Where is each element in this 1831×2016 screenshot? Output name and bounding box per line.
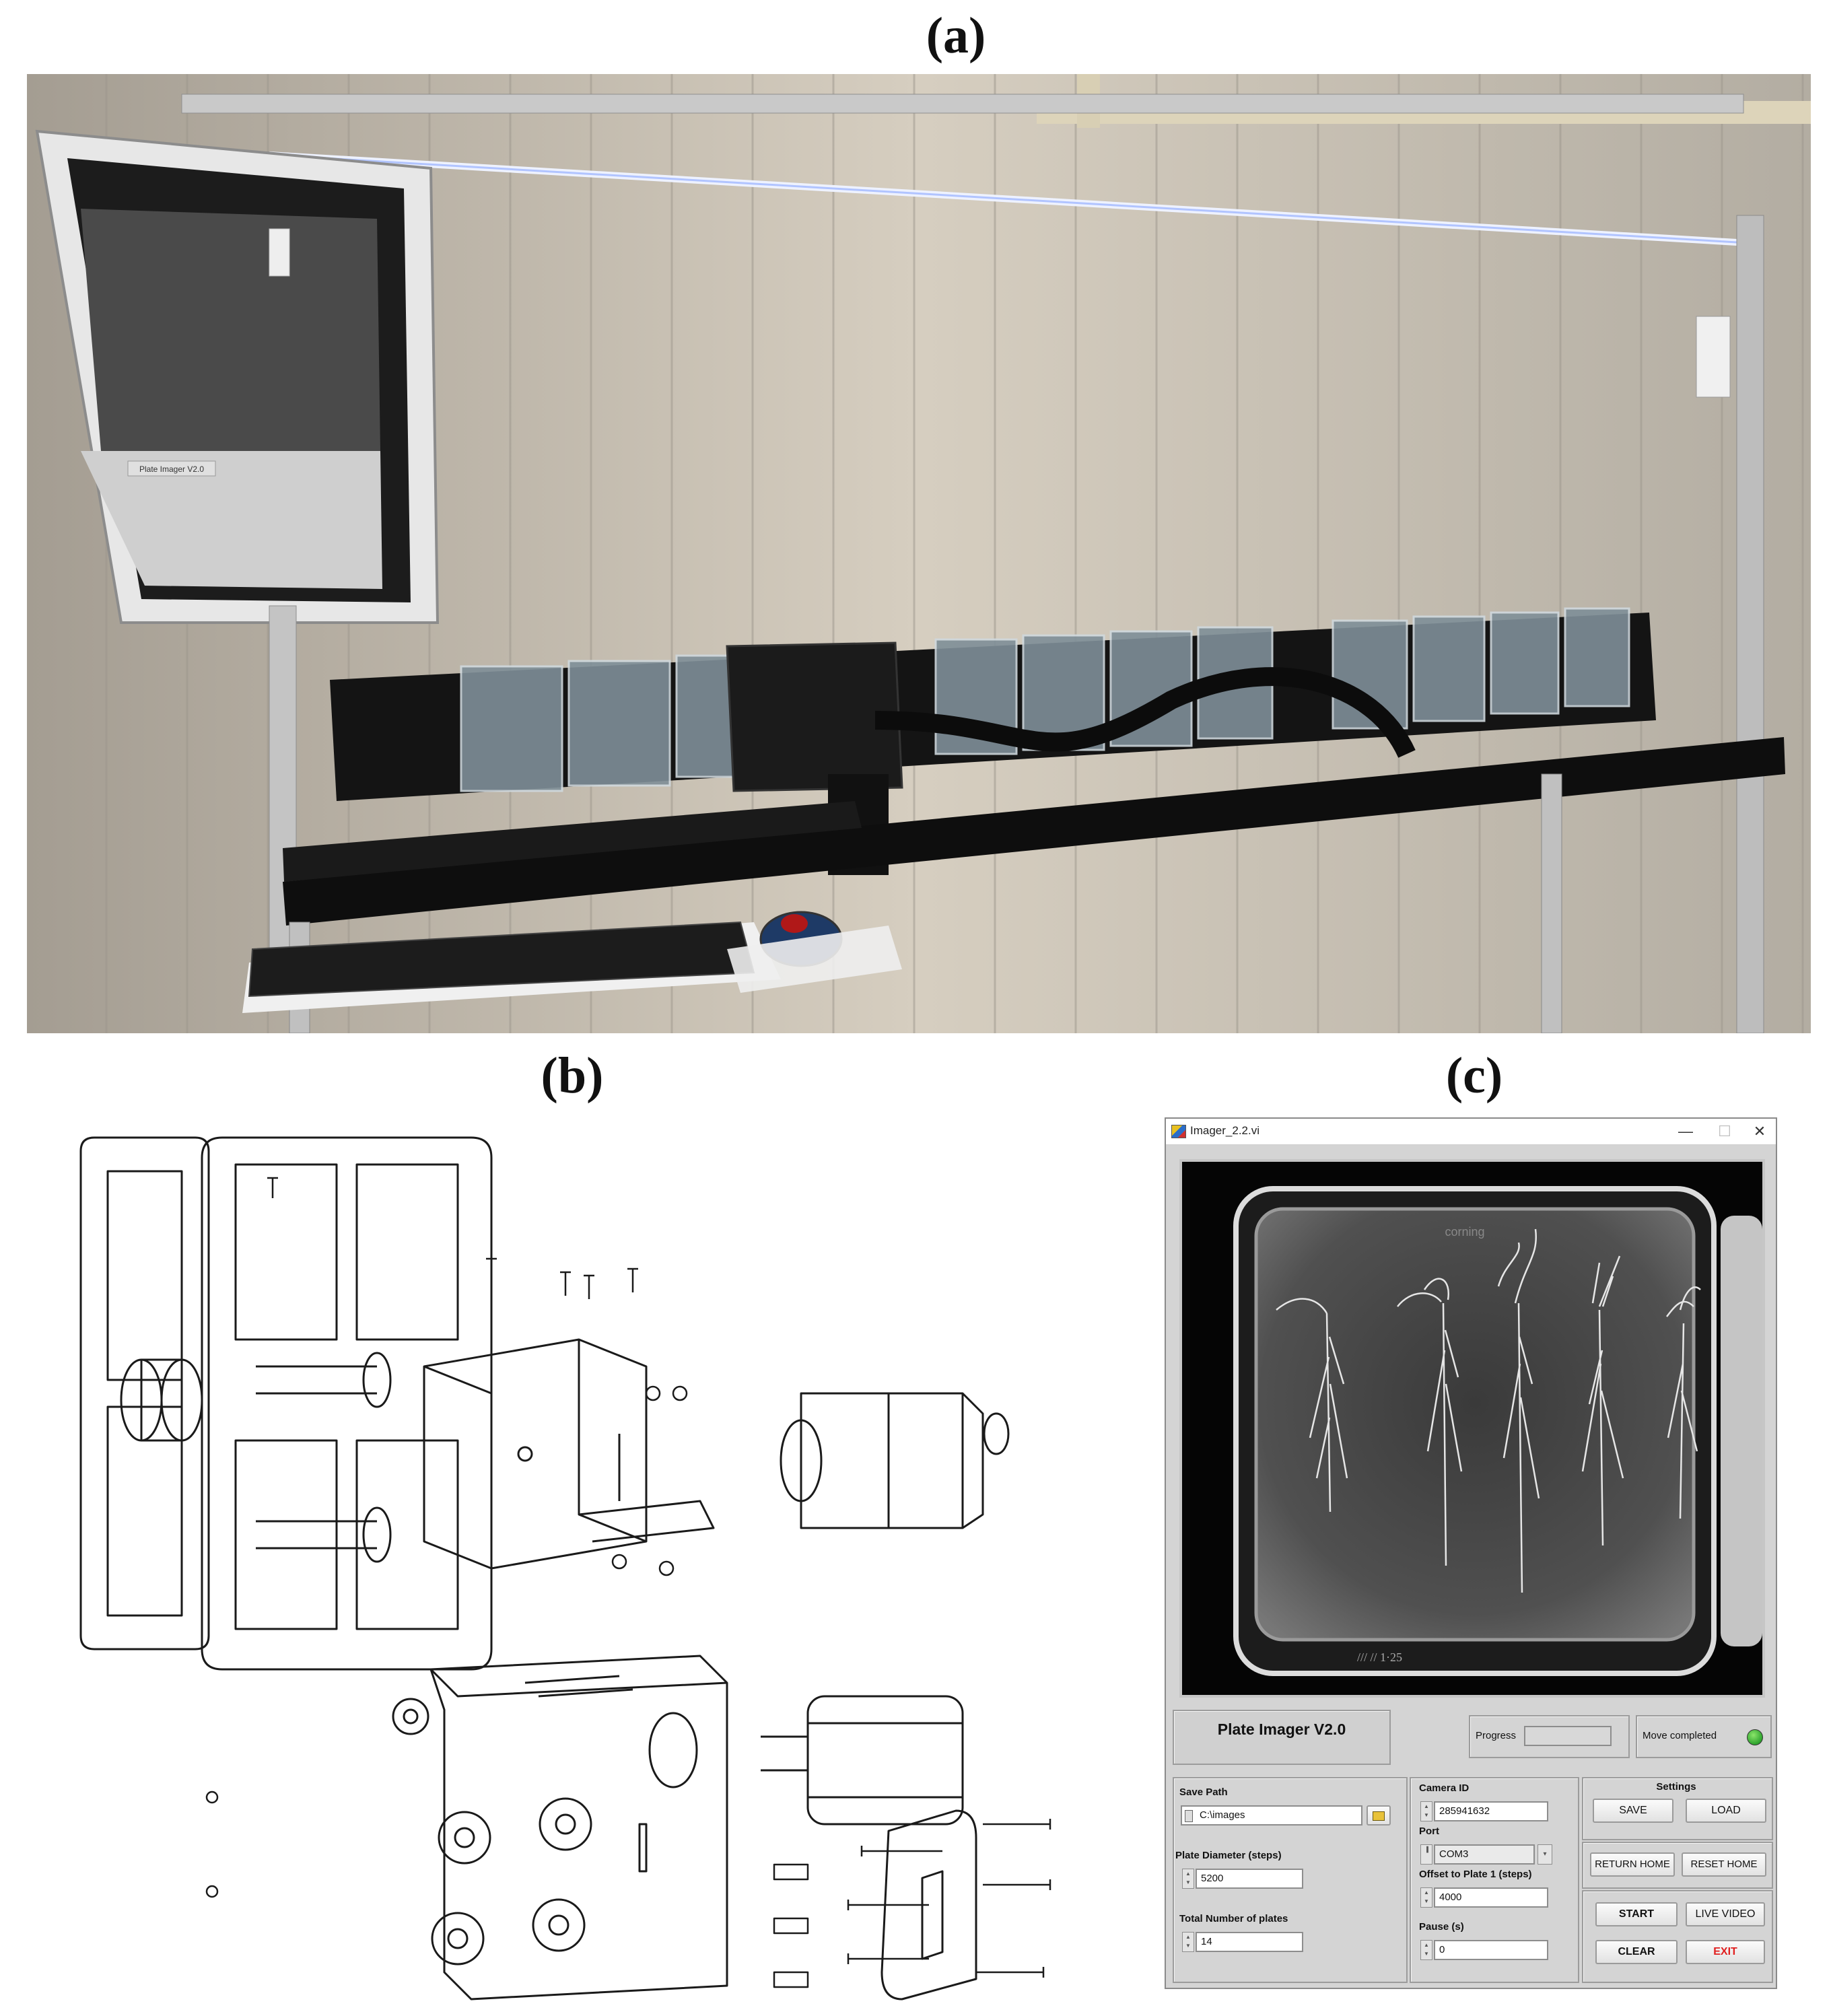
total-plates-input[interactable]: 14	[1196, 1932, 1303, 1952]
home-cluster: RETURN HOME RESET HOME	[1582, 1842, 1773, 1889]
load-settings-button[interactable]: LOAD	[1686, 1799, 1766, 1823]
return-home-button[interactable]: RETURN HOME	[1590, 1852, 1675, 1877]
seedling-roots	[1276, 1228, 1701, 1593]
plate-marks: /// // 1·25	[1357, 1650, 1402, 1664]
plate-diameter-input[interactable]: 5200	[1196, 1869, 1303, 1889]
close-button[interactable]: ✕	[1753, 1123, 1766, 1140]
camera-id-spinner[interactable]: ▲▼	[1420, 1801, 1432, 1821]
total-plates-label: Total Number of plates	[1179, 1913, 1288, 1924]
exploded-assembly-drawing	[54, 1124, 1104, 2013]
plate-diameter-label: Plate Diameter (steps)	[1175, 1850, 1282, 1861]
folder-icon	[1373, 1811, 1385, 1821]
imaging-rig-photo: Plate Imager V2.0	[27, 74, 1811, 1033]
save-path-label: Save Path	[1179, 1786, 1228, 1798]
offset-spinner[interactable]: ▲▼	[1420, 1887, 1432, 1908]
plate-lid-text: corning	[1445, 1225, 1484, 1239]
progress-label: Progress	[1476, 1730, 1517, 1741]
save-settings-button[interactable]: SAVE	[1593, 1799, 1673, 1823]
move-completed-led	[1747, 1729, 1763, 1745]
port-label: Port	[1419, 1826, 1439, 1837]
move-status-cluster: Move completed	[1636, 1715, 1772, 1758]
monitor: Plate Imager V2.0	[35, 129, 440, 983]
start-button[interactable]: START	[1595, 1902, 1678, 1926]
settings-label: Settings	[1656, 1781, 1696, 1793]
pause-spinner[interactable]: ▲▼	[1420, 1940, 1432, 1960]
offset-label: Offset to Plate 1 (steps)	[1419, 1869, 1532, 1880]
port-selector-icon[interactable]: ▐	[1420, 1844, 1432, 1865]
camera-image-display: corning /// // 1·25	[1179, 1159, 1765, 1698]
settings-cluster: Settings SAVE LOAD	[1582, 1777, 1773, 1840]
browse-button[interactable]	[1367, 1805, 1391, 1826]
maximize-button[interactable]: ☐	[1718, 1123, 1731, 1140]
camera-id-label: Camera ID	[1419, 1782, 1470, 1794]
offset-input[interactable]: 4000	[1434, 1887, 1548, 1908]
adjacent-plate-edge	[1721, 1216, 1762, 1646]
window-titlebar[interactable]: Imager_2.2.vi — ☐ ✕	[1166, 1119, 1776, 1145]
exit-button[interactable]: EXIT	[1686, 1940, 1765, 1964]
plate-diameter-spinner[interactable]: ▲▼	[1182, 1869, 1194, 1889]
progress-cluster: Progress	[1469, 1715, 1630, 1758]
move-completed-label: Move completed	[1643, 1730, 1717, 1741]
path-plates-cluster: Save Path C:\images Plate Diameter (step…	[1173, 1777, 1408, 1983]
window-title: Imager_2.2.vi	[1190, 1124, 1259, 1137]
camera-id-input[interactable]: 285941632	[1434, 1801, 1548, 1821]
panel-label-a: (a)	[926, 7, 986, 64]
app-icon	[1171, 1125, 1186, 1138]
panel-label-c: (c)	[1445, 1047, 1503, 1104]
reset-home-button[interactable]: RESET HOME	[1682, 1852, 1766, 1877]
imager-app-window: Imager_2.2.vi — ☐ ✕ corning /// // 1·25	[1165, 1117, 1777, 1989]
chevron-down-icon[interactable]: ▾	[1538, 1844, 1552, 1865]
clear-button[interactable]: CLEAR	[1595, 1940, 1678, 1964]
port-select[interactable]: COM3	[1434, 1844, 1535, 1865]
run-cluster: START LIVE VIDEO CLEAR EXIT	[1582, 1890, 1773, 1983]
pause-input[interactable]: 0	[1434, 1940, 1548, 1960]
path-type-icon	[1185, 1810, 1193, 1822]
monitor-window-title: Plate Imager V2.0	[139, 464, 204, 474]
total-plates-spinner[interactable]: ▲▼	[1182, 1932, 1194, 1952]
save-path-input[interactable]: C:\images	[1181, 1805, 1362, 1826]
app-header-title: Plate Imager V2.0	[1217, 1720, 1346, 1738]
camera-port-cluster: Camera ID ▲▼ 285941632 Port ▐ COM3 ▾ Off…	[1410, 1777, 1579, 1983]
panel-label-b: (b)	[541, 1047, 604, 1104]
pause-label: Pause (s)	[1419, 1921, 1464, 1933]
title-cluster: Plate Imager V2.0	[1173, 1710, 1391, 1765]
progress-bar	[1524, 1726, 1612, 1746]
live-video-button[interactable]: LIVE VIDEO	[1686, 1902, 1765, 1926]
minimize-button[interactable]: —	[1678, 1123, 1693, 1140]
